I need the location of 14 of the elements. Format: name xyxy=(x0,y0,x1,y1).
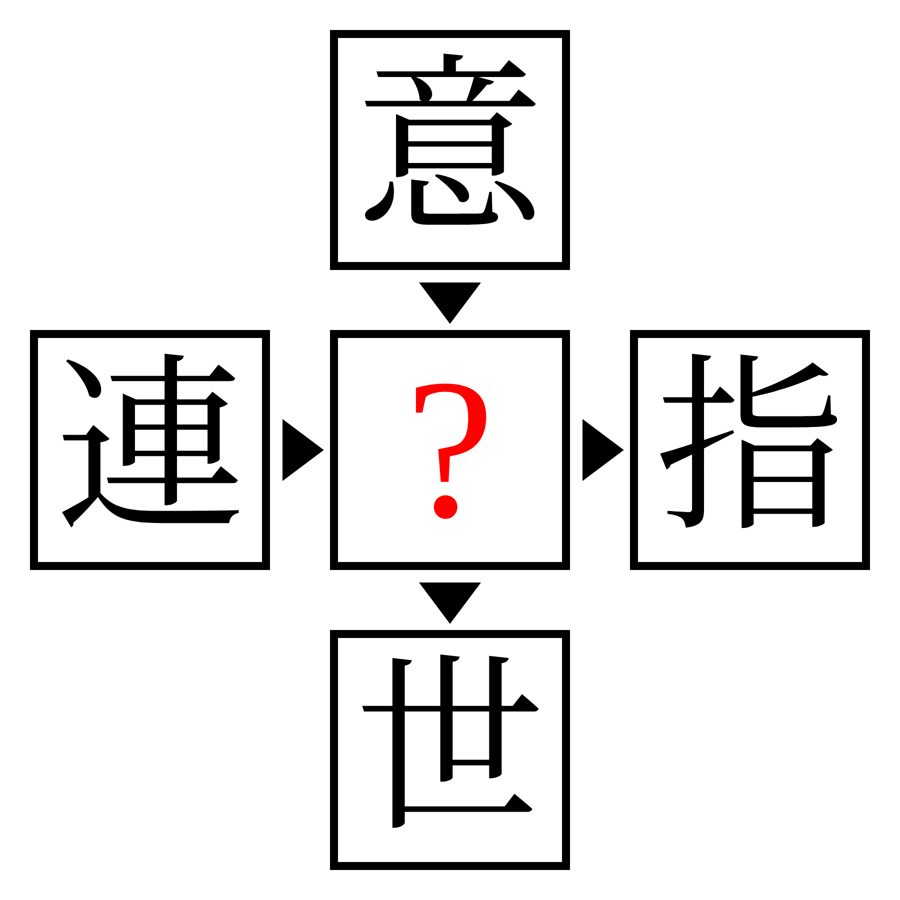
kanji-character: 意 xyxy=(354,55,545,245)
character-box xyxy=(30,330,270,570)
character-box xyxy=(330,630,570,870)
kanji-character: 世 xyxy=(354,655,545,845)
arrow xyxy=(282,419,324,481)
character-box xyxy=(330,30,570,270)
kanji-character: 連 xyxy=(54,355,245,545)
arrow xyxy=(582,419,624,481)
kanji-character: 指 xyxy=(654,355,845,545)
character-box xyxy=(330,330,570,570)
question-mark: ? xyxy=(406,350,494,550)
character-box xyxy=(630,330,870,570)
arrow xyxy=(419,282,481,324)
arrow xyxy=(419,582,481,624)
